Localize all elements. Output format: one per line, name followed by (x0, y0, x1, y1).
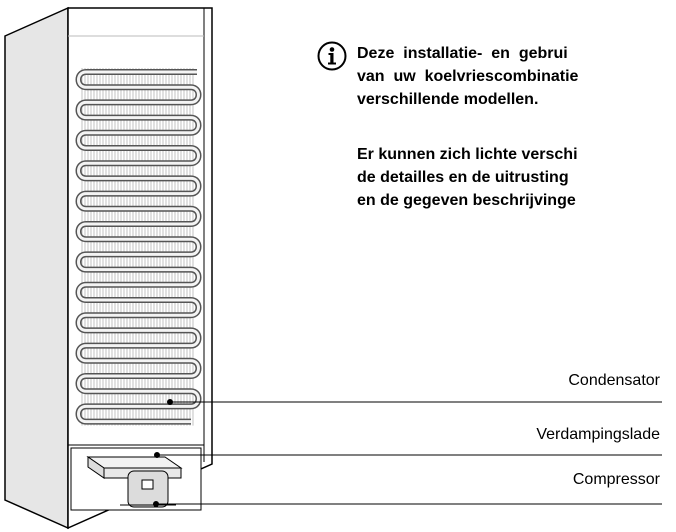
verdampingslade-label: Verdampingslade (536, 426, 660, 443)
compressor-compartment (70, 447, 202, 511)
info-paragraph-1: Deze installatie- en gebrui van uw koelv… (357, 45, 579, 108)
condenser-coil (75, 68, 202, 426)
compressor-label: Compressor (572, 471, 660, 488)
info-icon (317, 41, 347, 71)
info-paragraph-2: Er kunnen zich lichte verschi de detaill… (357, 146, 578, 209)
coil-tube-highlight (77, 70, 200, 424)
callout-lines (153, 399, 662, 507)
condensator-label: Condensator (568, 372, 660, 389)
fridge-cabinet (4, 6, 213, 530)
